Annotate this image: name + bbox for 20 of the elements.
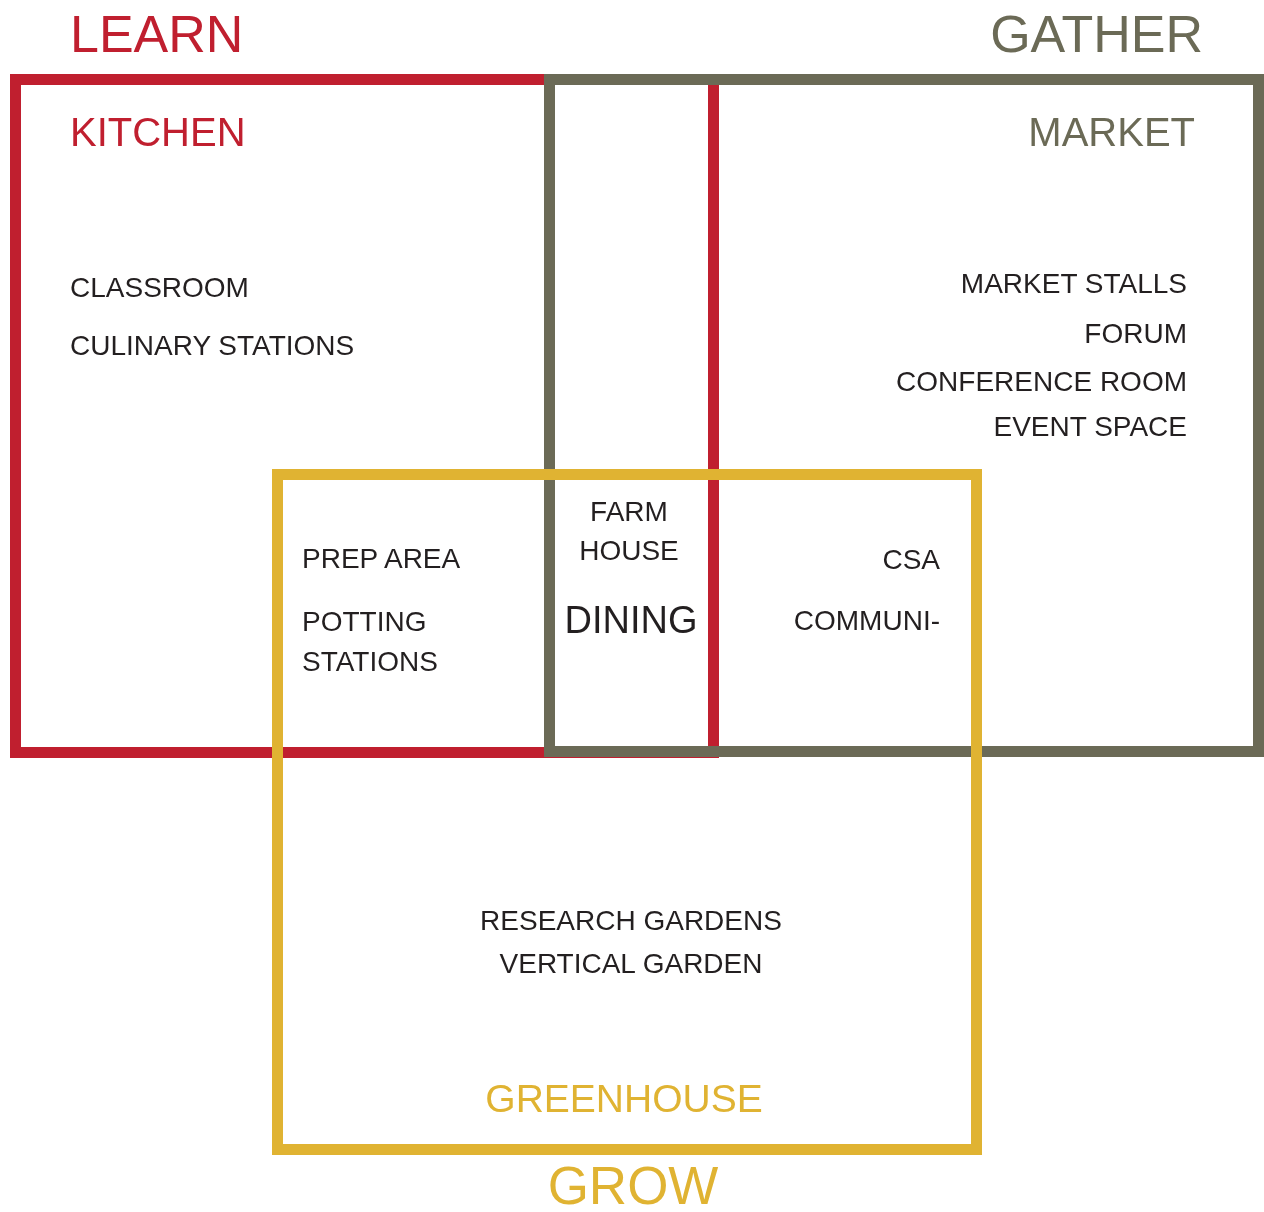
space-label: FORUM	[1084, 319, 1187, 348]
space-label: CULINARY STATIONS	[70, 331, 355, 360]
space-label: EVENT SPACE	[993, 412, 1187, 441]
zone-title: GREENHOUSE	[485, 1079, 763, 1119]
space-label: DINING	[564, 601, 698, 640]
space-label: CONFERENCE ROOM	[896, 367, 1187, 396]
space-label: FARM HOUSE	[578, 494, 680, 569]
zone-heading: LEARN	[70, 7, 244, 60]
space-label: COMMUNI-	[793, 606, 940, 635]
zone-heading: GROW	[547, 1158, 719, 1212]
zone-heading: GATHER	[990, 7, 1203, 60]
space-label: POTTING STATIONS	[302, 604, 439, 680]
space-label: VERTICAL GARDEN	[499, 949, 763, 978]
space-label: PREP AREA	[302, 544, 461, 573]
space-label: CSA	[882, 545, 940, 574]
space-label: CLASSROOM	[70, 273, 249, 302]
space-label: RESEARCH GARDENS	[480, 906, 782, 935]
zone-title: KITCHEN	[70, 112, 246, 153]
zone-title: MARKET	[1028, 112, 1195, 153]
space-label: MARKET STALLS	[960, 269, 1187, 298]
